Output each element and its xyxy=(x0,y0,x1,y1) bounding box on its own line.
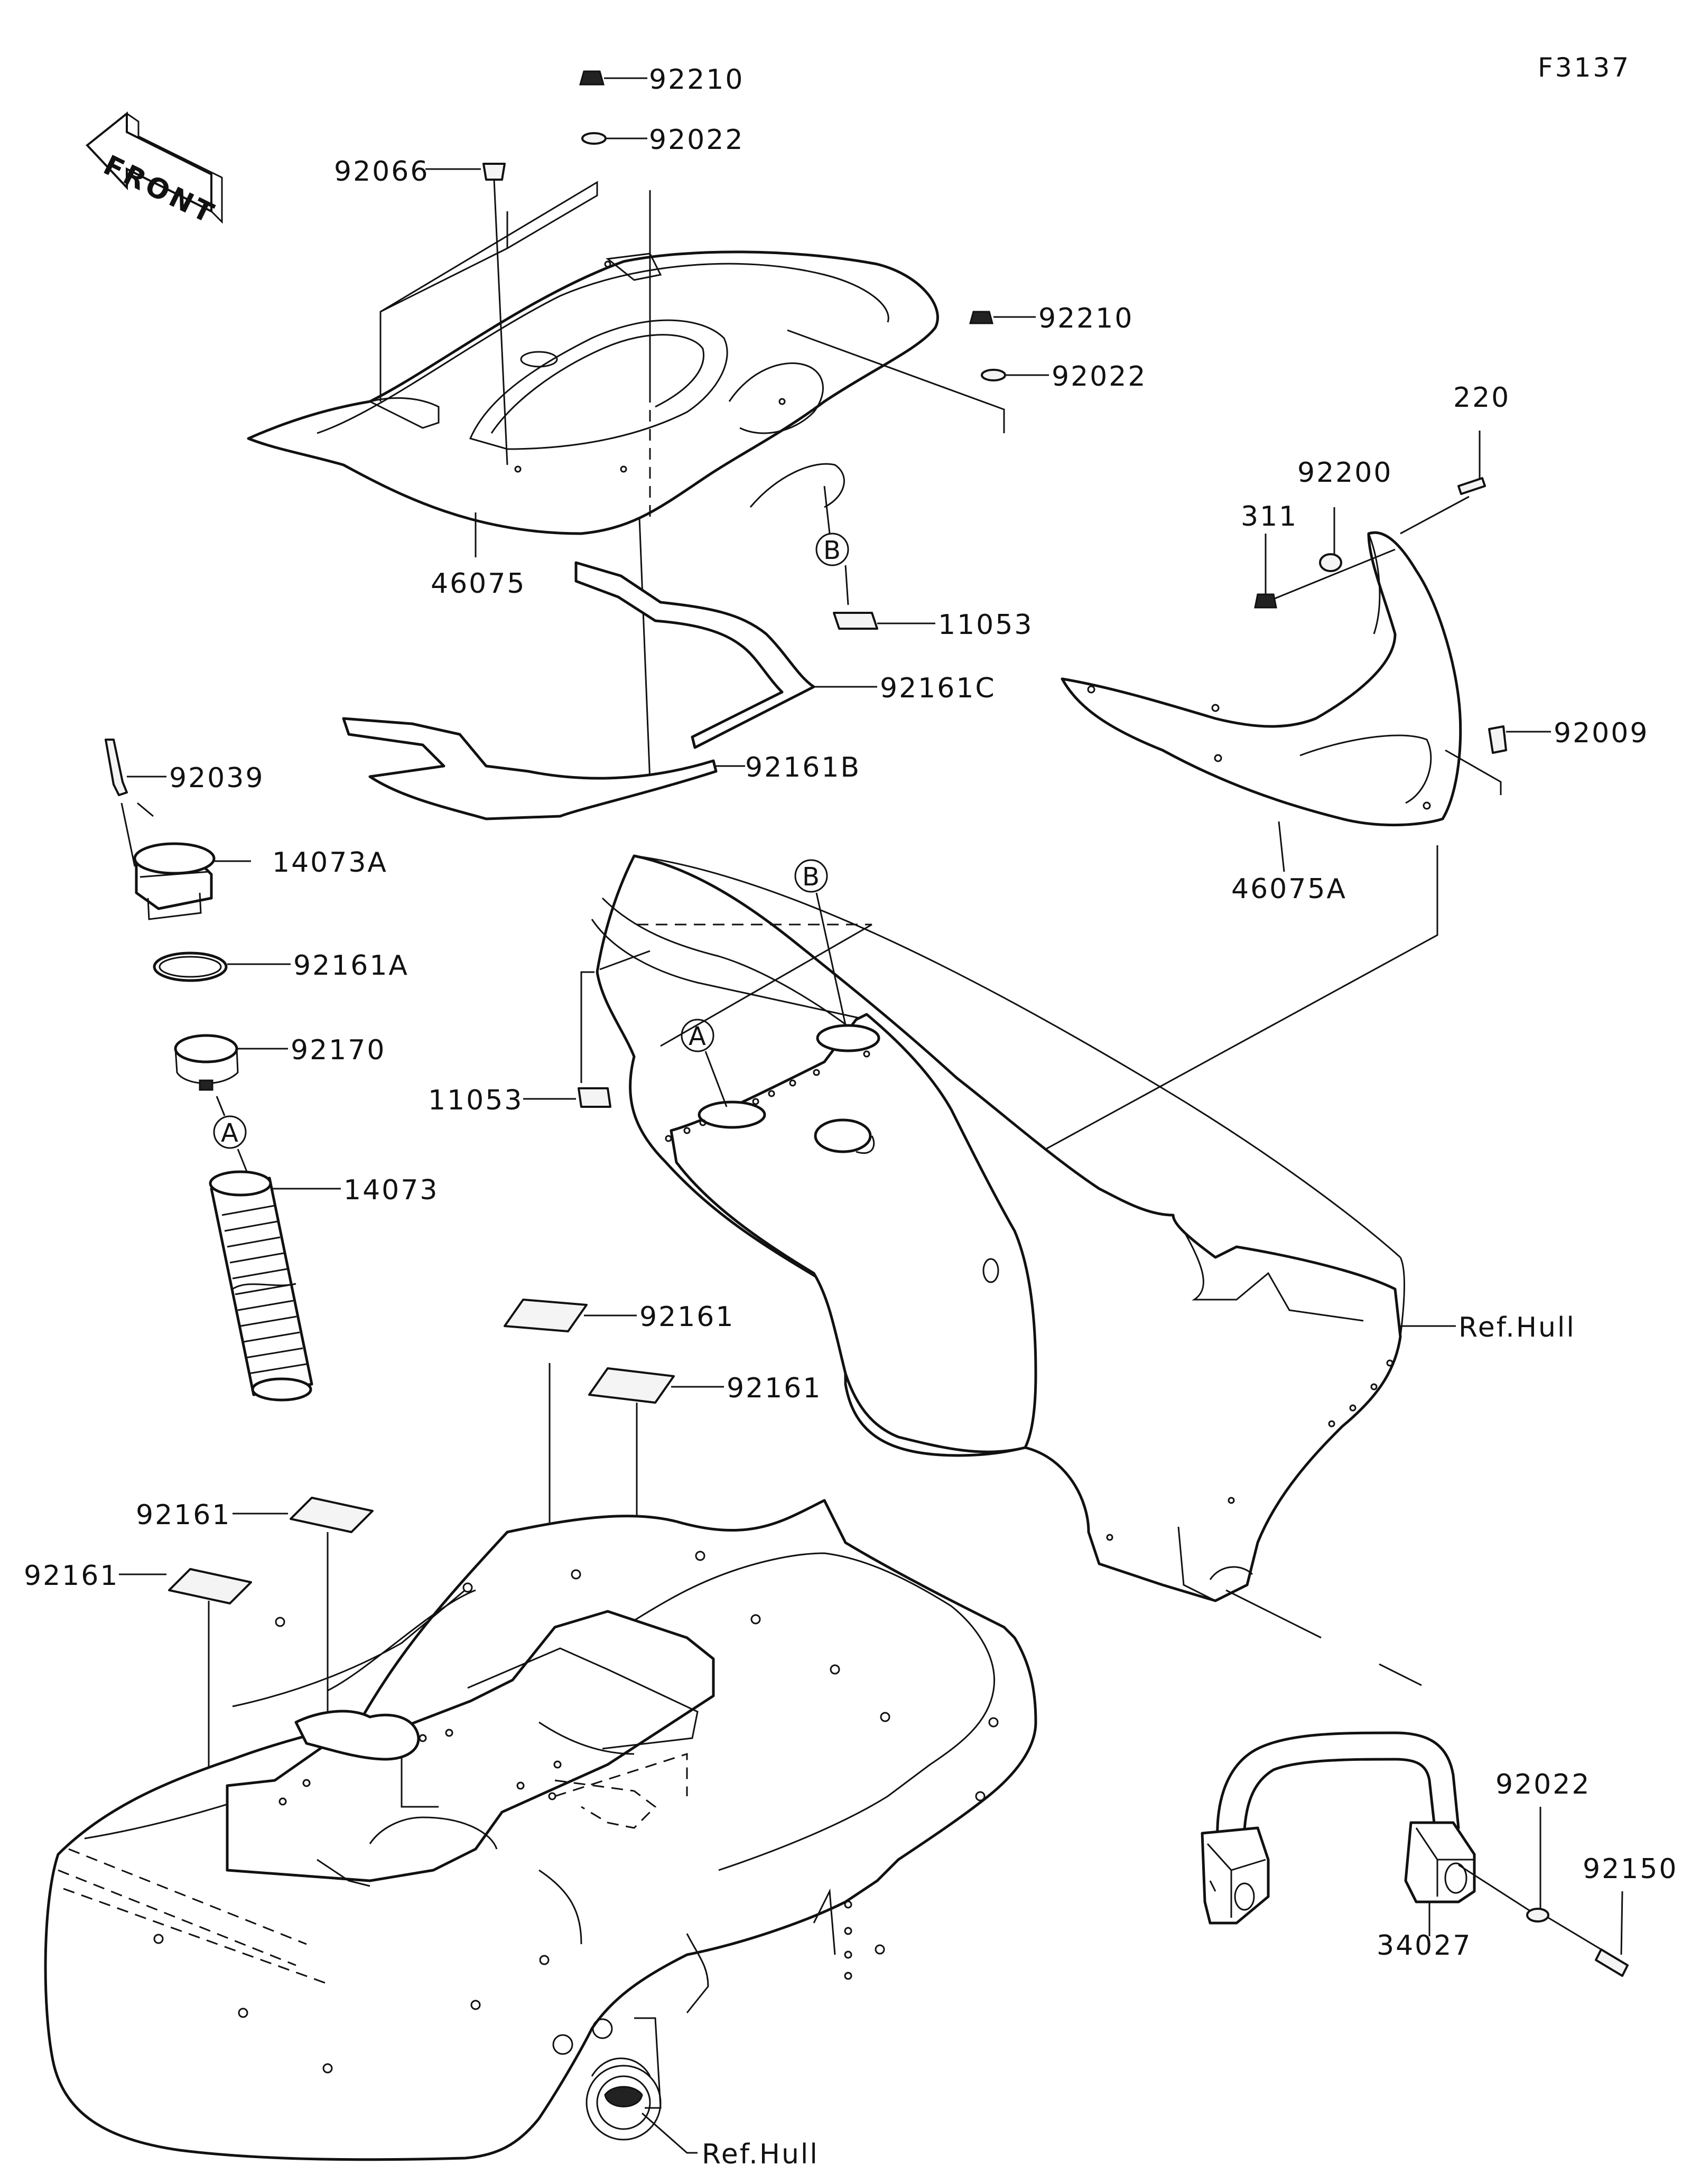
part-label-92022-mid: 92022 xyxy=(1052,361,1147,393)
screw-220 xyxy=(1457,477,1486,495)
part-label-11053-top: 11053 xyxy=(938,609,1033,641)
pad-92161-4 xyxy=(168,1568,252,1604)
front-label: FRONT xyxy=(98,150,221,231)
washer-92022-mid xyxy=(981,369,1006,381)
part-label-92210-mid: 92210 xyxy=(1038,303,1133,334)
part-label-92170: 92170 xyxy=(291,1034,386,1066)
part-label-92022-top: 92022 xyxy=(649,124,744,156)
nut-311 xyxy=(1254,593,1277,609)
part-label-92161-1: 92161 xyxy=(639,1301,735,1333)
screw-92066 xyxy=(482,163,506,181)
intake-hose-14073 xyxy=(209,1170,313,1402)
part-label-92161A: 92161A xyxy=(293,950,409,982)
marker-b-top xyxy=(815,533,849,566)
diagram-code: F3137 xyxy=(1538,52,1631,83)
part-label-92161B: 92161B xyxy=(745,752,861,783)
hull-lower xyxy=(44,1499,1037,2161)
pad-92161-1 xyxy=(504,1299,588,1332)
deck-cover-46075 xyxy=(247,250,939,535)
handle-34027 xyxy=(1201,1731,1476,1925)
marker-b-mid xyxy=(794,859,828,893)
part-label-14073A: 14073A xyxy=(272,847,388,879)
marker-a-mid xyxy=(681,1019,714,1052)
hose-clamp-92170 xyxy=(174,1034,239,1091)
clip-11053-mid xyxy=(578,1087,611,1108)
marker-a-left xyxy=(213,1115,247,1149)
rear-cover-46075A xyxy=(1061,531,1462,827)
hull-upper xyxy=(591,854,1405,1602)
part-label-311: 311 xyxy=(1241,501,1298,533)
clip-11053-top xyxy=(833,612,878,630)
clamp-screw-92039 xyxy=(105,739,128,796)
pad-92161-3 xyxy=(290,1497,374,1533)
gasket-92161B xyxy=(342,717,718,820)
pad-92161-2 xyxy=(588,1367,675,1404)
washer-92022-top xyxy=(581,132,607,145)
ref-hull-right-label: Ref.Hull xyxy=(1458,1312,1576,1343)
marker-b-top-label: B xyxy=(823,536,841,565)
part-label-11053-mid: 11053 xyxy=(428,1085,523,1116)
part-label-92161-2: 92161 xyxy=(727,1373,822,1404)
part-label-92039: 92039 xyxy=(169,762,264,794)
gasket-92161C xyxy=(574,561,815,749)
front-arrow: FRONT xyxy=(86,111,223,231)
part-label-46075A: 46075A xyxy=(1231,873,1347,905)
marker-b-mid-label: B xyxy=(802,862,820,892)
marker-a-mid-label: A xyxy=(689,1022,706,1051)
part-label-92161-4: 92161 xyxy=(24,1560,119,1592)
nut-92210-mid xyxy=(969,311,993,324)
part-label-92022-bot: 92022 xyxy=(1495,1769,1591,1800)
part-label-220: 220 xyxy=(1453,382,1510,414)
part-label-92150: 92150 xyxy=(1583,1853,1678,1885)
part-label-92161-3: 92161 xyxy=(136,1499,231,1531)
part-label-92210-top: 92210 xyxy=(649,64,744,96)
fitting-14073A xyxy=(133,842,216,920)
nut-92210-top xyxy=(579,70,605,86)
washer-92022-bot xyxy=(1526,1908,1549,1922)
part-label-92009: 92009 xyxy=(1554,717,1649,749)
part-label-92066: 92066 xyxy=(334,156,429,188)
part-label-46075: 46075 xyxy=(431,568,526,600)
part-label-34027: 34027 xyxy=(1377,1930,1472,1962)
marker-a-left-label: A xyxy=(221,1118,238,1148)
o-ring-92161A xyxy=(153,951,228,982)
washer-92200 xyxy=(1319,553,1342,572)
part-label-92200: 92200 xyxy=(1297,457,1392,489)
part-label-14073: 14073 xyxy=(343,1174,439,1206)
screw-92009 xyxy=(1488,725,1507,754)
bolt-92150 xyxy=(1595,1948,1629,1977)
part-label-92161C: 92161C xyxy=(880,673,996,704)
ref-hull-bottom-label: Ref.Hull xyxy=(702,2139,819,2170)
